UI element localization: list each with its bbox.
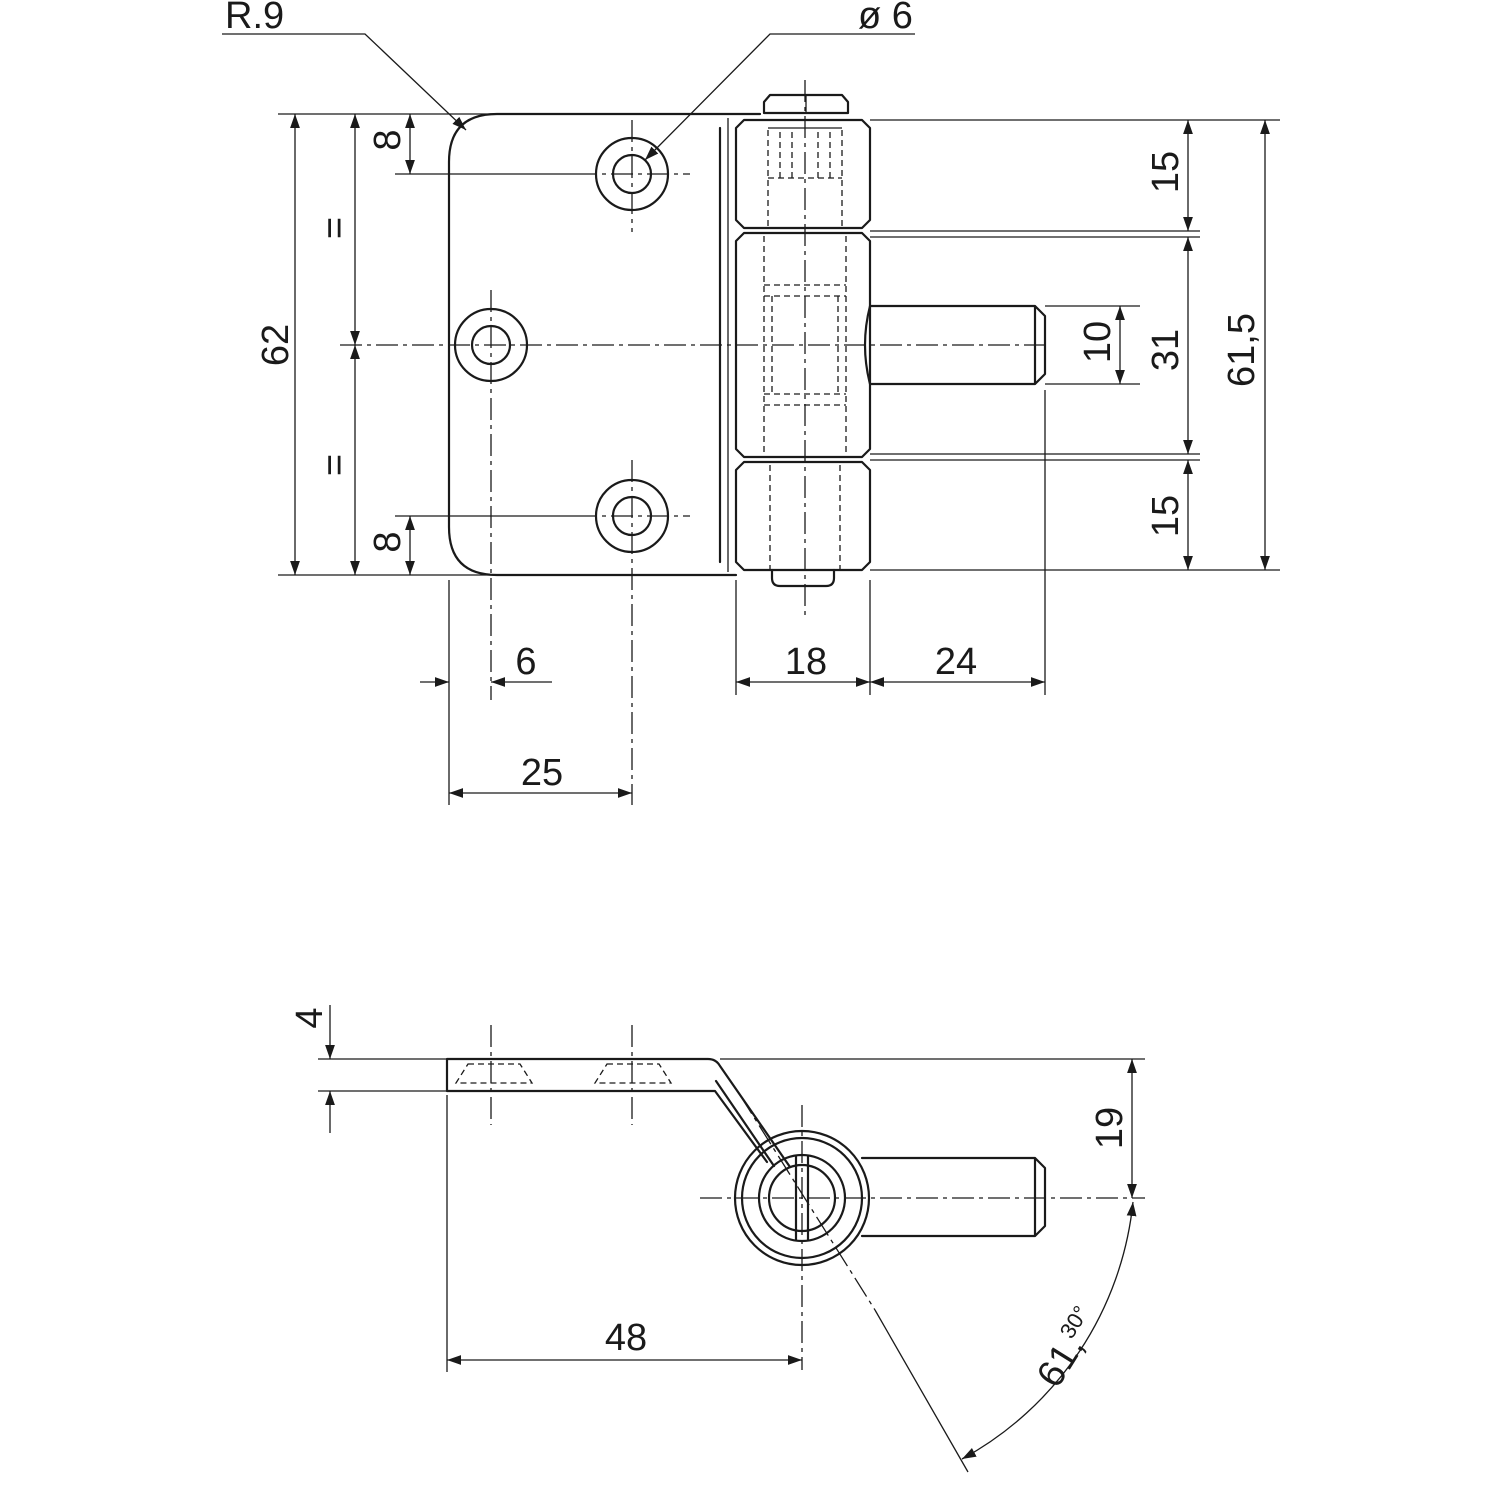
label-hole-offset-bottom: 8 [367, 531, 409, 552]
countersink-left [454, 1063, 534, 1084]
label-knuckle-top: 15 [1145, 151, 1187, 193]
knuckle-bottom [734, 460, 872, 588]
extension-lines-front [278, 113, 1280, 805]
centerline-leaf-angle [739, 1094, 876, 1311]
label-pin-length: 24 [935, 641, 977, 683]
label-thickness: 4 [289, 1007, 331, 1028]
label-knuckle-middle: 31 [1145, 329, 1187, 371]
label-knuckle-width: 18 [785, 641, 827, 683]
label-base-length: 48 [605, 1317, 647, 1359]
label-equal-bottom: = [314, 454, 356, 476]
dim-angle-arc [961, 1201, 1137, 1460]
label-offset-height: 19 [1089, 1107, 1131, 1149]
label-equal-top: = [314, 217, 356, 239]
label-knuckle-bottom: 15 [1145, 495, 1187, 537]
leaf-profile [445, 1057, 792, 1169]
countersink-right [593, 1063, 673, 1084]
label-height-total: 62 [255, 324, 297, 366]
leader-radius [222, 33, 467, 131]
label-hole-diameter: ø 6 [858, 0, 913, 37]
front-view: R.9 ø 6 62 = = 8 8 15 31 15 61,5 10 6 25… [222, 0, 1280, 805]
label-angle: 61, [1029, 1328, 1093, 1395]
label-hole-offset-top: 8 [367, 129, 409, 150]
leader-hole-diameter [644, 33, 915, 161]
top-view: 4 19 48 61, 30° [289, 1005, 1145, 1473]
hinge-leaf-outline [447, 112, 762, 577]
label-knuckle-total: 61,5 [1221, 313, 1263, 387]
label-radius: R.9 [225, 0, 284, 37]
label-edge-to-hole-pair: 25 [521, 752, 563, 794]
angle-reference-line [874, 1309, 969, 1473]
label-pin-diameter: 10 [1077, 321, 1119, 363]
knuckle-top [734, 93, 872, 230]
extension-lines-top [318, 1058, 1145, 1372]
pin-side-outline [860, 1156, 1047, 1238]
label-edge-to-hole: 6 [515, 641, 536, 683]
